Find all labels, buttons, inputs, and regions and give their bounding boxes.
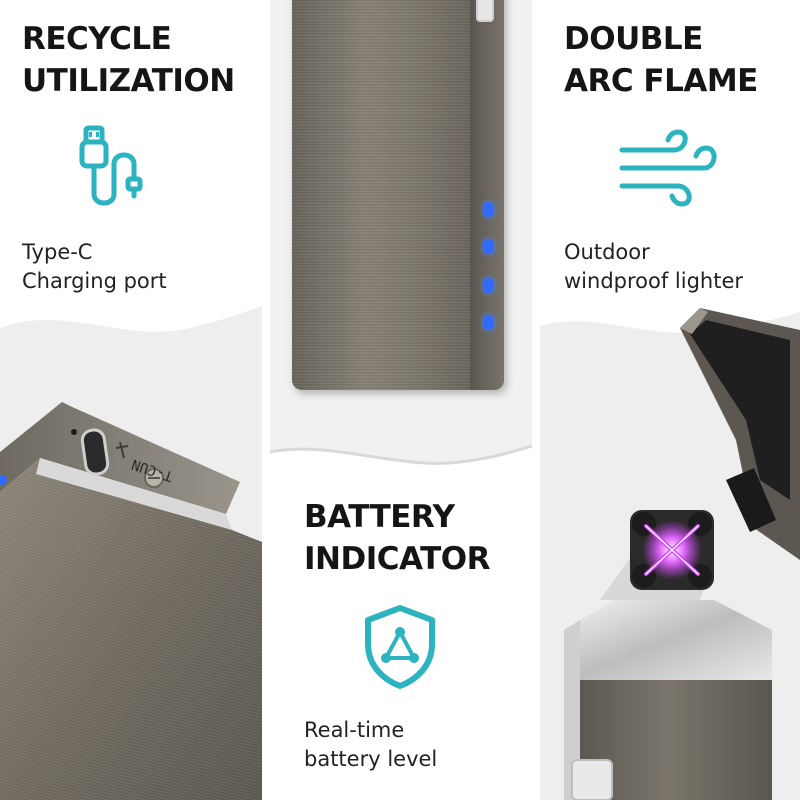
left-caption-line1: Type-C	[22, 240, 93, 264]
battery-led-3	[483, 278, 494, 293]
battery-led-2	[483, 239, 494, 254]
left-panel-recycle-utilization: RECYCLE UTILIZATION Type-C Charging port	[0, 0, 262, 800]
shield-triangle-icon	[365, 605, 435, 689]
middle-caption-line1: Real-time	[304, 718, 405, 742]
gutter-right	[532, 0, 540, 800]
middle-panel-battery-indicator: BATTERY INDICATOR Real-time battery leve…	[270, 0, 532, 800]
gutter-left	[262, 0, 270, 800]
battery-led-1	[483, 202, 494, 217]
usb-c-cable-icon	[79, 125, 143, 206]
middle-headline-line2: INDICATOR	[304, 541, 490, 577]
lighter-side-strip	[470, 0, 504, 390]
right-caption-line1: Outdoor	[564, 240, 650, 264]
left-caption-line2: Charging port	[22, 269, 167, 293]
wind-icon	[619, 129, 717, 207]
middle-background-wave	[270, 444, 532, 800]
lighter-front-view	[292, 0, 504, 390]
right-headline-line1: DOUBLE	[564, 21, 703, 57]
lighter-open-view	[564, 308, 800, 800]
power-button	[476, 0, 494, 22]
lighter-bottom-view: T-CUN	[0, 392, 262, 800]
middle-caption-line2: battery level	[304, 747, 438, 771]
right-headline-line2: ARC FLAME	[564, 63, 758, 99]
battery-led-4	[483, 315, 494, 330]
right-caption-line2: windproof lighter	[564, 269, 744, 293]
left-headline-line2: UTILIZATION	[22, 63, 235, 99]
middle-headline-line1: BATTERY	[304, 499, 455, 535]
right-panel-double-arc-flame: DOUBLE ARC FLAME Outdoor windproof light…	[540, 0, 800, 800]
left-headline-line1: RECYCLE	[22, 21, 172, 57]
lighter-bottom-illustration	[0, 402, 262, 800]
